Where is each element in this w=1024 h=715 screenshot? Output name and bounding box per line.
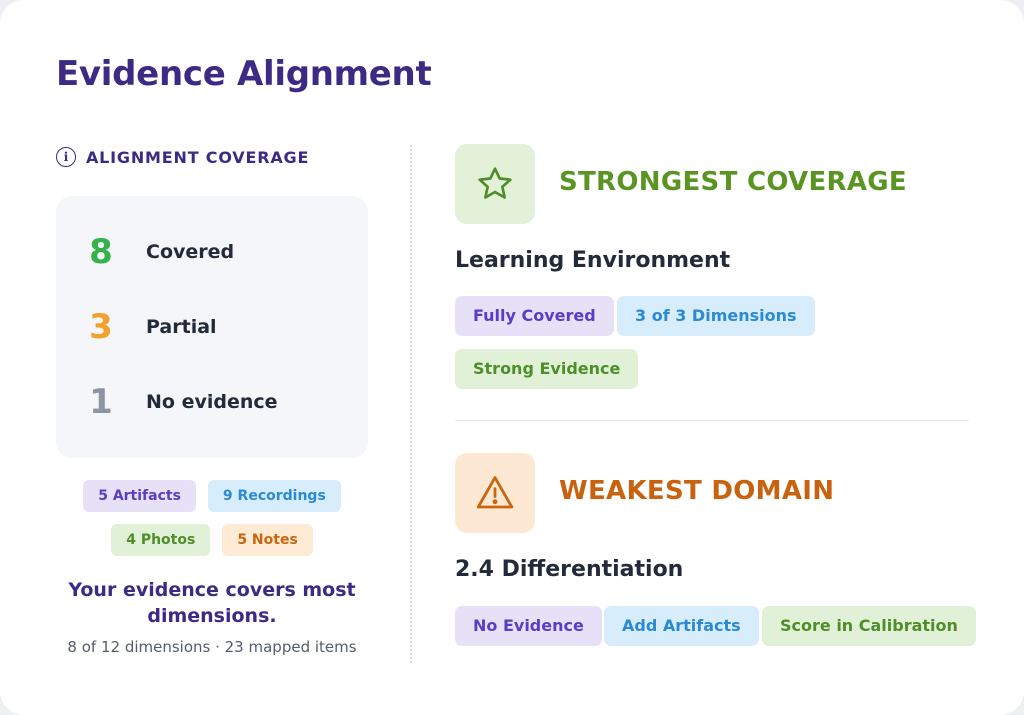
stat-partial: 3 Partial: [56, 307, 217, 347]
stat-no-evidence: 1 No evidence: [56, 382, 278, 422]
stat-value: 3: [89, 307, 113, 347]
stat-label: Partial: [146, 316, 217, 338]
coverage-header: i ALIGNMENT COVERAGE: [56, 140, 368, 174]
coverage-summary: Your evidence covers most dimensions.: [68, 579, 356, 627]
coverage-summary-sub: 8 of 12 dimensions · 23 mapped items: [67, 638, 357, 656]
weakest-domain-name: 2.4 Differentiation: [455, 557, 684, 582]
score-in-calibration-button[interactable]: Score in Calibration: [762, 606, 976, 646]
coverage-label: ALIGNMENT COVERAGE: [86, 147, 310, 167]
chip-strong-evidence[interactable]: Strong Evidence: [455, 349, 639, 389]
info-icon[interactable]: i: [56, 147, 76, 167]
evidence-chips-row-2: 4 Photos 5 Notes: [56, 524, 368, 556]
chip-notes[interactable]: 5 Notes: [222, 524, 313, 556]
chip-recordings[interactable]: 9 Recordings: [207, 480, 341, 512]
strongest-domain-name: Learning Environment: [455, 248, 731, 273]
stat-label: Covered: [146, 241, 235, 263]
star-icon: [478, 167, 512, 199]
weakest-domain-title: WEAKEST DOMAIN: [559, 476, 835, 506]
alignment-coverage-panel: i ALIGNMENT COVERAGE 8 Covered 3 Partial…: [56, 140, 368, 656]
chip-artifacts[interactable]: 5 Artifacts: [83, 480, 196, 512]
strongest-coverage-section: STRONGEST COVERAGE Learning Environment …: [455, 144, 969, 394]
chip-fully-covered[interactable]: Fully Covered: [455, 296, 614, 336]
warning-icon: [476, 476, 514, 509]
chip-dimensions[interactable]: 3 of 3 Dimensions: [617, 296, 815, 336]
chip-photos[interactable]: 4 Photos: [111, 524, 211, 556]
section-divider: [455, 420, 969, 421]
star-icon-tile: [455, 144, 535, 224]
chip-no-evidence[interactable]: No Evidence: [455, 606, 602, 646]
add-artifacts-button[interactable]: Add Artifacts: [604, 606, 759, 646]
stat-covered: 8 Covered: [56, 232, 234, 272]
stat-value: 1: [89, 382, 113, 422]
evidence-chips-row-1: 5 Artifacts 9 Recordings: [56, 480, 368, 512]
strongest-coverage-title: STRONGEST COVERAGE: [559, 167, 907, 197]
stat-label: No evidence: [146, 391, 278, 413]
coverage-stats: 8 Covered 3 Partial 1 No evidence: [56, 196, 368, 458]
weakest-domain-section: WEAKEST DOMAIN 2.4 Differentiation No Ev…: [455, 453, 976, 648]
stat-value: 8: [89, 232, 113, 272]
column-divider: [410, 145, 412, 663]
page-title: Evidence Alignment: [56, 54, 432, 94]
warning-icon-tile: [455, 453, 535, 533]
